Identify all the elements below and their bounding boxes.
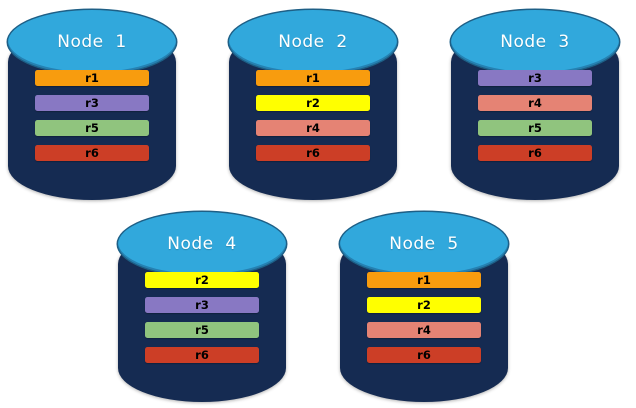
replica-bar[interactable]: r6 <box>478 145 592 161</box>
replica-bar[interactable]: r4 <box>367 322 481 338</box>
replica-bar[interactable]: r5 <box>35 120 149 136</box>
replica-bar[interactable]: r5 <box>145 322 259 338</box>
node-cylinder-5[interactable]: Node 5 r1 r2 r4 r6 <box>340 212 508 402</box>
replica-bar[interactable]: r4 <box>478 95 592 111</box>
node-cylinder-3[interactable]: Node 3 r3 r4 r5 r6 <box>451 10 619 200</box>
node-label: Node 2 <box>278 32 348 52</box>
replica-bar[interactable]: r2 <box>145 272 259 288</box>
replica-stack: r1 r2 r4 r6 <box>367 272 481 363</box>
cylinder-top-ellipse <box>229 10 397 74</box>
replica-stack: r1 r3 r5 r6 <box>35 70 149 161</box>
replica-bar[interactable]: r1 <box>35 70 149 86</box>
replica-stack: r3 r4 r5 r6 <box>478 70 592 161</box>
node-label: Node 1 <box>57 32 127 52</box>
cylinder-top-ellipse <box>451 10 619 74</box>
replica-bar[interactable]: r3 <box>145 297 259 313</box>
replica-bar[interactable]: r2 <box>256 95 370 111</box>
node-label: Node 5 <box>389 234 459 254</box>
replica-bar[interactable]: r6 <box>256 145 370 161</box>
replica-stack: r2 r3 r5 r6 <box>145 272 259 363</box>
replica-stack: r1 r2 r4 r6 <box>256 70 370 161</box>
replica-bar[interactable]: r6 <box>145 347 259 363</box>
replica-bar[interactable]: r1 <box>256 70 370 86</box>
replica-bar[interactable]: r1 <box>367 272 481 288</box>
node-label: Node 3 <box>500 32 570 52</box>
replica-bar[interactable]: r5 <box>478 120 592 136</box>
node-cylinder-2[interactable]: Node 2 r1 r2 r4 r6 <box>229 10 397 200</box>
cylinder-top-ellipse <box>8 10 176 74</box>
node-cylinder-4[interactable]: Node 4 r2 r3 r5 r6 <box>118 212 286 402</box>
replica-bar[interactable]: r4 <box>256 120 370 136</box>
node-label: Node 4 <box>167 234 237 254</box>
replica-bar[interactable]: r6 <box>367 347 481 363</box>
node-cylinder-1[interactable]: Node 1 r1 r3 r5 r6 <box>8 10 176 200</box>
replica-bar[interactable]: r6 <box>35 145 149 161</box>
replica-bar[interactable]: r3 <box>35 95 149 111</box>
replica-bar[interactable]: r3 <box>478 70 592 86</box>
cylinder-top-ellipse <box>340 212 508 276</box>
cylinder-top-ellipse <box>118 212 286 276</box>
replica-bar[interactable]: r2 <box>367 297 481 313</box>
